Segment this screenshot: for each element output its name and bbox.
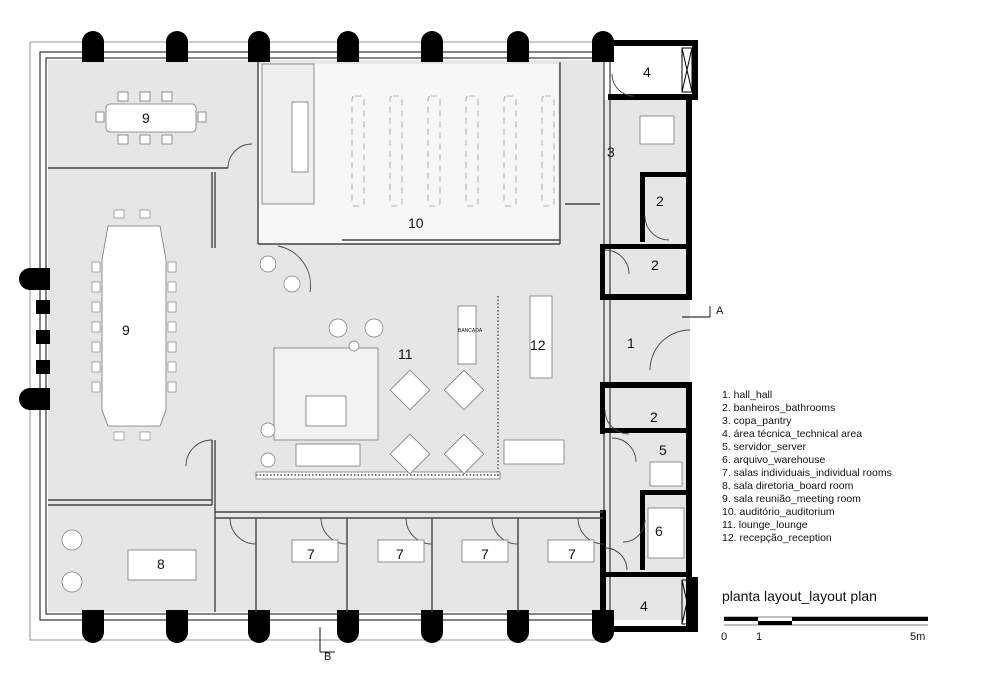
scale-bar [724, 616, 928, 626]
scale-one: 1 [756, 631, 762, 643]
room-labels: 9 9 10 11 12 1 2 2 2 3 4 4 5 6 7 7 7 7 8 [122, 64, 667, 614]
legend-item: 11. lounge_lounge [722, 519, 808, 531]
legend: 1. hall_hall 2. banheiros_bathrooms 3. c… [722, 389, 892, 544]
room-label-9-left: 9 [122, 322, 130, 338]
service-walls [600, 40, 698, 632]
room-label-7a: 7 [307, 546, 315, 562]
legend-item: 9. sala reunião_meeting room [722, 493, 861, 505]
legend-item: 3. copa_pantry [722, 415, 792, 427]
legend-item: 7. salas individuais_individual rooms [722, 467, 892, 479]
section-b-label: B [324, 651, 331, 663]
legend-item: 10. auditório_auditorium [722, 506, 835, 518]
room-label-10: 10 [408, 215, 424, 231]
room-label-7d: 7 [568, 546, 576, 562]
legend-item: 5. servidor_server [722, 441, 807, 453]
room-label-8: 8 [157, 556, 165, 572]
room-label-7c: 7 [481, 546, 489, 562]
section-a-label: A [716, 305, 724, 317]
room-label-6: 6 [655, 523, 663, 539]
scale-five: 5m [910, 631, 925, 643]
room-label-2c: 2 [650, 409, 658, 425]
legend-item: 2. banheiros_bathrooms [722, 402, 835, 414]
room-label-7b: 7 [396, 546, 404, 562]
legend-item: 12. recepção_reception [722, 532, 832, 544]
room-label-11: 11 [398, 346, 413, 362]
meeting-chairs [91, 209, 177, 441]
auditorium-seats [351, 95, 555, 207]
room-label-9-top: 9 [142, 110, 150, 126]
scale-zero: 0 [721, 631, 727, 643]
room-label-3: 3 [607, 144, 615, 160]
furniture [95, 63, 685, 581]
partitions [48, 62, 603, 612]
room-label-1: 1 [627, 335, 635, 351]
bancada-tag: BANCADA [458, 328, 483, 334]
room-label-4-bottom: 4 [640, 598, 648, 614]
room-label-12: 12 [530, 337, 546, 353]
doors [185, 73, 691, 571]
shafts [681, 47, 693, 625]
room-label-5: 5 [659, 442, 667, 458]
legend-item: 6. arquivo_warehouse [722, 454, 825, 466]
room-label-2a: 2 [656, 193, 664, 209]
columns [19, 31, 614, 643]
legend-item: 1. hall_hall [722, 389, 772, 401]
section-marks [319, 306, 711, 653]
room-label-2b: 2 [651, 257, 659, 273]
plan-title: planta layout_layout plan [722, 588, 877, 604]
room-label-4-top: 4 [643, 64, 651, 80]
legend-item: 8. sala diretoria_board room [722, 480, 854, 492]
lounge-chairs [61, 255, 384, 593]
legend-item: 4. área técnica_technical area [722, 428, 862, 440]
